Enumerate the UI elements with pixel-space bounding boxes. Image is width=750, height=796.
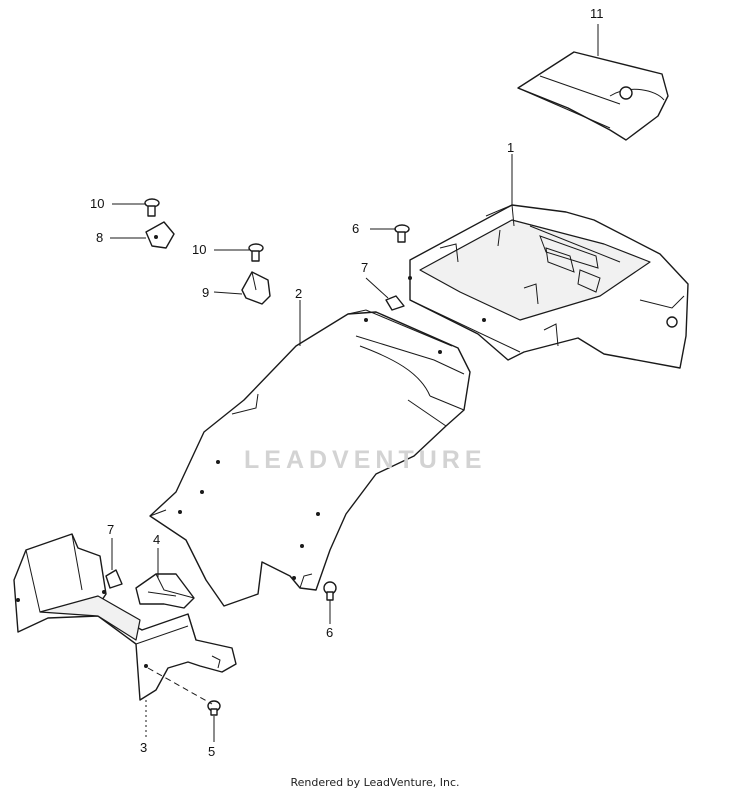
bolt-10-upper-icon [144,198,160,217]
callout-1: 1 [507,140,514,155]
callout-8: 8 [96,230,103,245]
callout-6-upper: 6 [352,221,359,236]
callout-4: 4 [153,532,160,547]
callout-10-lower: 10 [192,242,206,257]
part-1-carrier [408,204,689,369]
leader-lines [110,24,599,742]
bolt-10-lower-icon [248,243,264,262]
callout-2: 2 [295,286,302,301]
callout-5: 5 [208,744,215,759]
callout-11: 11 [590,6,604,21]
part-2-fender [149,309,471,607]
callout-7-upper: 7 [361,260,368,275]
part-7-clip-upper [385,295,405,311]
part-7-clip-lower [105,569,123,589]
part-9-clip [241,271,271,305]
callout-7-lower: 7 [107,522,114,537]
screw-6-upper-icon [394,224,410,243]
callout-6-lower: 6 [326,625,333,640]
part-8-clip [145,221,175,249]
watermark-text: LEADVENTURE [244,446,487,474]
callout-10-upper: 10 [90,196,104,211]
footer-credit: Rendered by LeadVenture, Inc. [290,776,460,789]
callout-9: 9 [202,285,209,300]
part-3-mudflap [13,533,237,701]
part-11-pad [517,51,669,141]
callout-3: 3 [140,740,147,755]
part-4-bracket [135,573,195,609]
screw-6-lower-icon [323,581,337,601]
